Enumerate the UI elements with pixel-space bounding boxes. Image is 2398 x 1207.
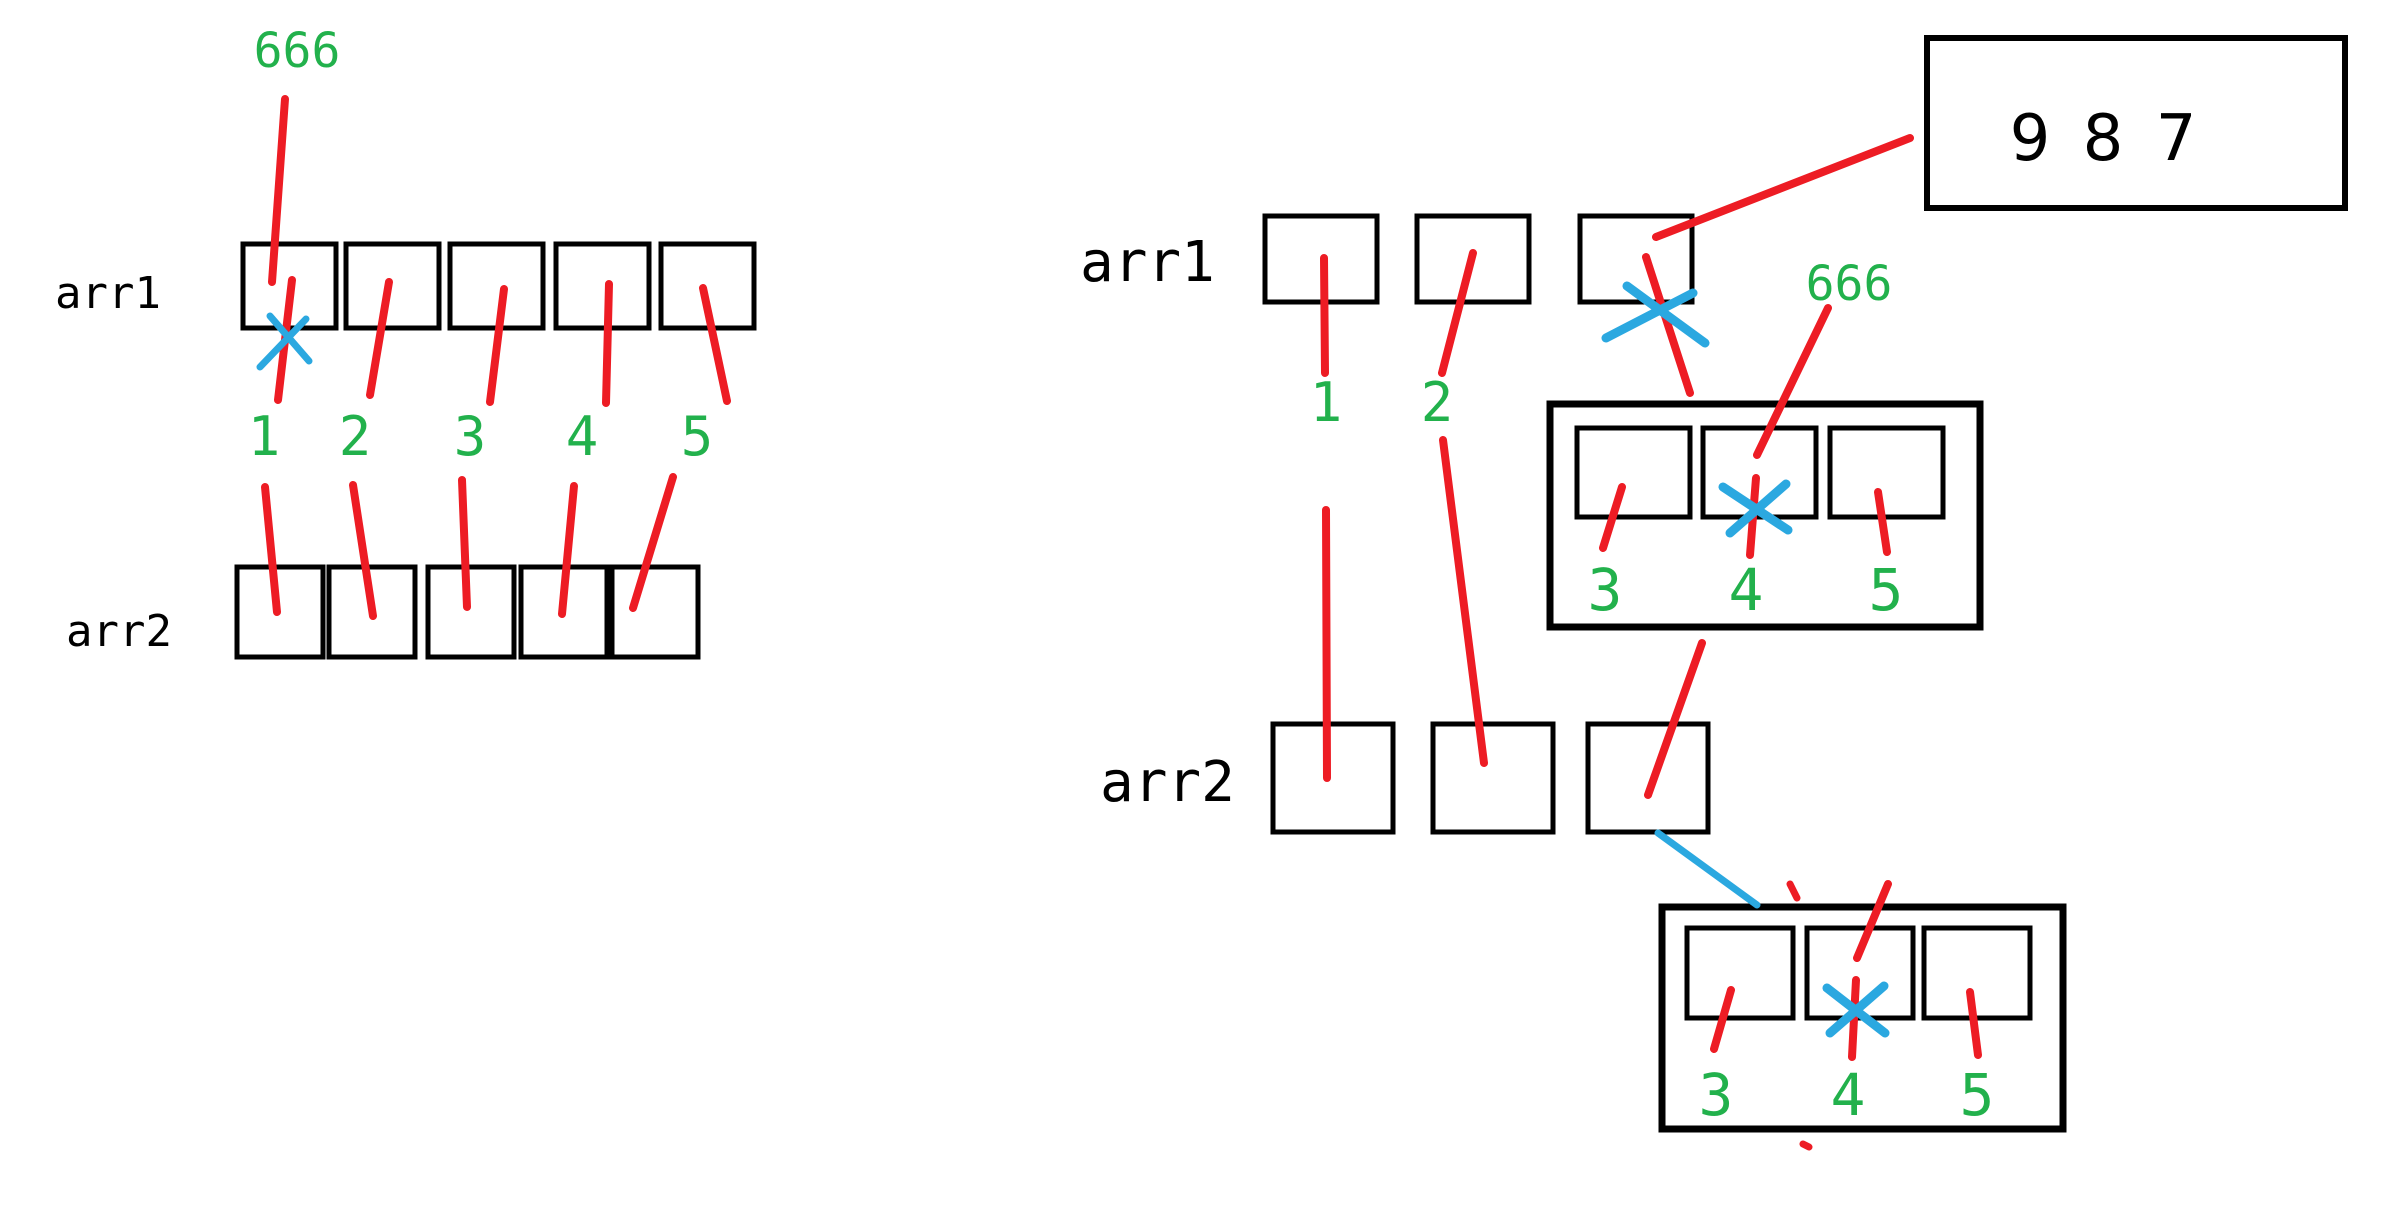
blue-line-arr2-slot3-to-nested-lower: [1654, 829, 1761, 909]
nested-upper-slot-3: [1827, 425, 1946, 520]
new-values-box: [1924, 35, 2348, 211]
nested-lower-label-3: 3: [1699, 1061, 1734, 1129]
red-line-arr1-slot2-to-2: [366, 278, 393, 399]
red-dash-below-nested-lower: [1799, 1140, 1813, 1151]
red-tick-above-nested-lower: [1786, 880, 1801, 902]
nested-lower-slot-3: [1921, 925, 2033, 1021]
red-line-1-to-arr2-slot1: [261, 483, 281, 616]
left-overwrite-value: 666: [254, 23, 341, 79]
nested-upper-label-3: 3: [1588, 556, 1623, 624]
blue-cross-arr1-slot3: [1601, 281, 1710, 348]
left-index-4: 4: [566, 405, 599, 468]
blue-cross-stroke: [1725, 479, 1791, 538]
red-line-5-to-arr2-slot5: [629, 473, 677, 612]
red-line-nested-upper-to-arr2-slot3: [1644, 639, 1706, 799]
red-line-arr1-slot5-to-5: [699, 284, 731, 405]
red-line-4-to-arr2-slot4: [558, 482, 578, 618]
red-line-nested-lower-slot2-to-4: [1848, 976, 1860, 1061]
red-line-666-to-nested-upper-slot2: [1753, 304, 1832, 459]
red-line-nested-lower-slot1-to-3: [1710, 986, 1735, 1053]
right-arr1-slot-3: [1577, 213, 1695, 305]
nested-lower-slot-1: [1684, 925, 1796, 1021]
nested-upper-slot-1: [1574, 425, 1693, 520]
right-arr1-slot-2: [1414, 213, 1532, 305]
red-line-nested-upper-slot1-to-3: [1599, 483, 1626, 552]
red-line-666-to-arr1-slot1: [268, 95, 289, 286]
left-arr2-slot-5: [609, 564, 701, 660]
blue-cross-arr1-slot1: [256, 312, 313, 371]
left-arr2-slot-3: [425, 564, 517, 660]
left-arr2-label: arr2: [66, 606, 172, 657]
nested-upper-slot-2: [1700, 425, 1819, 520]
left-arr2-slot-1: [234, 564, 326, 660]
red-line-arr1-slot3-to-3: [486, 285, 508, 406]
nested-lower-label-5: 5: [1960, 1061, 1995, 1129]
left-arr2-slot-2: [326, 564, 418, 660]
red-line-2-to-arr2-slot2: [1439, 436, 1488, 767]
left-diagram: arr1 arr2 666 1 2 3 4 5: [55, 23, 757, 660]
blue-cross-nested-lower-slot2: [1822, 981, 1890, 1038]
red-line-arr1-slot1-to-1: [1320, 254, 1329, 377]
blue-cross-stroke: [256, 315, 310, 371]
left-arr1-slot-3: [447, 241, 546, 331]
left-arr1-label: arr1: [55, 268, 161, 319]
left-index-1: 1: [248, 405, 281, 468]
right-index-1: 1: [1310, 371, 1343, 434]
red-line-1-to-arr2-slot1: [1322, 506, 1331, 782]
red-line-nested-lower-slot3-to-5: [1966, 988, 1982, 1059]
blue-cross-nested-upper-slot2: [1718, 479, 1793, 538]
nested-upper-label-5: 5: [1869, 556, 1904, 624]
red-line-arr1-slot3-to-nested-upper: [1642, 253, 1694, 397]
nested-array-upper: [1546, 400, 1984, 631]
nested-upper-label-4: 4: [1729, 556, 1764, 624]
right-overwrite-value: 666: [1806, 256, 1893, 312]
blue-cross-stroke: [1622, 281, 1710, 348]
right-index-2: 2: [1421, 371, 1454, 434]
right-arr1-label: arr1: [1080, 230, 1215, 295]
left-arr1-slot-4: [553, 241, 652, 331]
nested-array-lower: [1658, 903, 2067, 1133]
new-values-text: 9 8 7: [2010, 102, 2203, 176]
left-arr1-slot-2: [343, 241, 442, 331]
blue-cross-stroke: [1825, 981, 1889, 1038]
red-line-into-nested-lower-slot2: [1853, 880, 1892, 962]
left-index-3: 3: [454, 405, 487, 468]
right-arr2-slot-3: [1585, 721, 1711, 835]
red-line-arr1-slot4-to-4: [602, 280, 613, 407]
red-line-arr1-slot2-to-2: [1438, 249, 1477, 377]
right-arr2-slot-1: [1270, 721, 1396, 835]
red-line-2-to-arr2-slot2: [349, 481, 377, 620]
right-arr2-label: arr2: [1100, 750, 1235, 815]
nested-lower-label-4: 4: [1831, 1061, 1866, 1129]
left-index-5: 5: [681, 405, 714, 468]
red-line-nested-upper-slot3-to-5: [1874, 488, 1891, 556]
red-line-3-to-arr2-slot3: [458, 476, 471, 611]
red-line-arr1-slot3-to-new-values: [1652, 134, 1914, 241]
right-arr2-slot-2: [1430, 721, 1556, 835]
left-index-2: 2: [339, 405, 372, 468]
blue-cross-stroke: [1601, 288, 1698, 343]
right-diagram: arr1 arr2 9 8 7 666 3 4 5 3 4 5 1 2: [1080, 35, 2348, 1151]
